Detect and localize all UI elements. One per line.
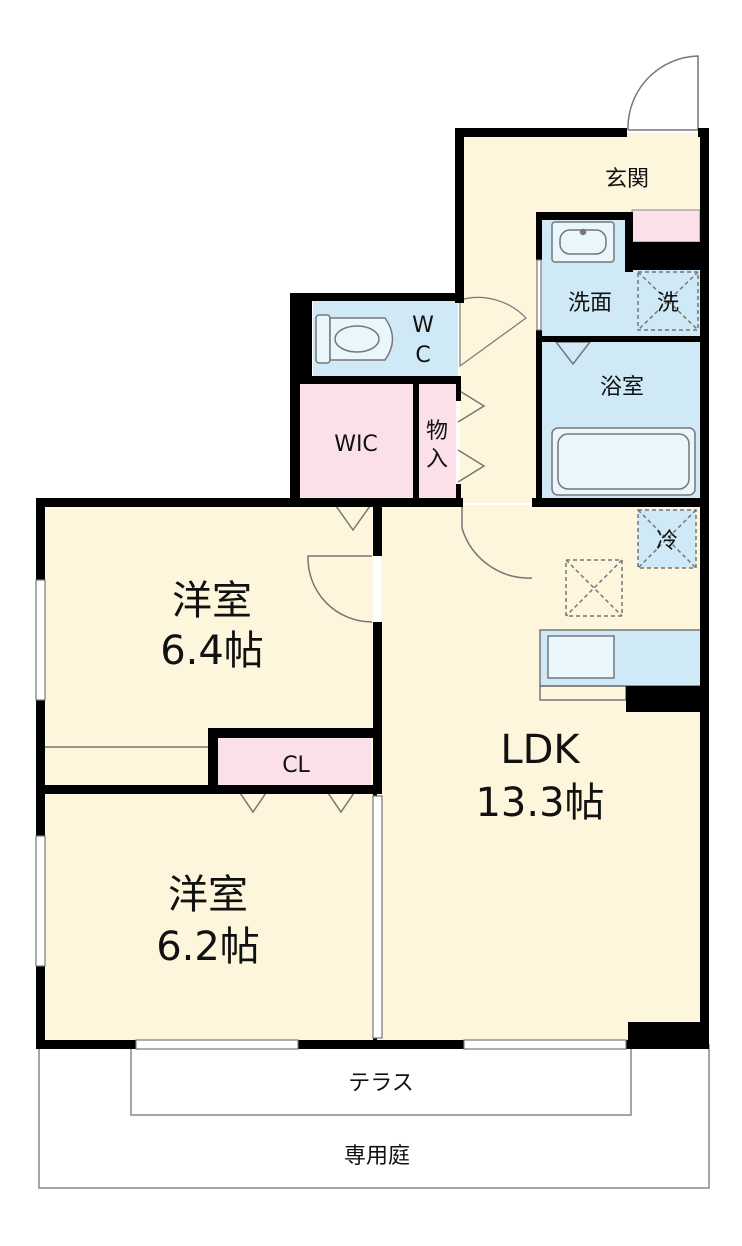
bedroom1-name: 洋室 xyxy=(172,578,252,624)
window-bedroom1 xyxy=(35,579,46,701)
ldk-door xyxy=(461,505,533,579)
bedroom1-size: 6.4帖 xyxy=(160,628,264,674)
wic-floor xyxy=(300,384,413,498)
terrace-outline xyxy=(130,1044,632,1116)
bedroom2-floor xyxy=(43,794,373,1040)
shoe-box xyxy=(631,209,701,243)
wc-door xyxy=(459,296,527,368)
wic-label: WIC xyxy=(334,432,378,457)
bedroom2-name: 洋室 xyxy=(168,872,248,918)
closet-floor xyxy=(218,738,371,785)
kitchen-counter-icon xyxy=(539,629,702,701)
fridge-space-icon xyxy=(637,509,697,569)
monoire-label-line2: 入 xyxy=(426,447,448,472)
bedroom2-size: 6.2帖 xyxy=(156,924,260,970)
genkan-label: 玄関 xyxy=(605,167,649,192)
storage-floor xyxy=(419,384,456,498)
sentaku-label: 洗 xyxy=(657,291,679,316)
reizouko-label: 冷 xyxy=(656,529,678,554)
ldk-name: LDK xyxy=(500,727,581,773)
wc-label-line1: W xyxy=(412,313,434,338)
garden-label: 専用庭 xyxy=(344,1144,410,1169)
window-ldk-partition xyxy=(372,795,383,1039)
terrace-label: テラス xyxy=(348,1071,414,1096)
yokushitsu-label: 浴室 xyxy=(600,375,644,400)
window-ldk-south xyxy=(463,1039,627,1050)
wash-basin-icon xyxy=(551,221,615,263)
closet-label: CL xyxy=(282,753,310,778)
fixtures xyxy=(43,221,702,748)
senmen-label: 洗面 xyxy=(568,291,612,316)
windows xyxy=(35,259,627,1050)
window-bedroom2 xyxy=(35,835,46,967)
bathtub-icon xyxy=(551,427,696,496)
monoire-label-line1: 物 xyxy=(426,419,448,444)
window-wash-partition xyxy=(536,259,542,331)
washing-machine-space-icon xyxy=(637,271,699,331)
ldk-size: 13.3帖 xyxy=(475,780,604,826)
toilet-icon xyxy=(315,314,394,364)
window-bedroom2-south xyxy=(135,1039,299,1050)
entrance-door xyxy=(627,55,699,131)
ldk-floor xyxy=(381,505,701,1040)
range-hood-icon xyxy=(565,559,623,617)
wc-label-line2: C xyxy=(415,343,430,368)
storage-door xyxy=(457,389,486,483)
bedroom1-door xyxy=(307,555,373,623)
